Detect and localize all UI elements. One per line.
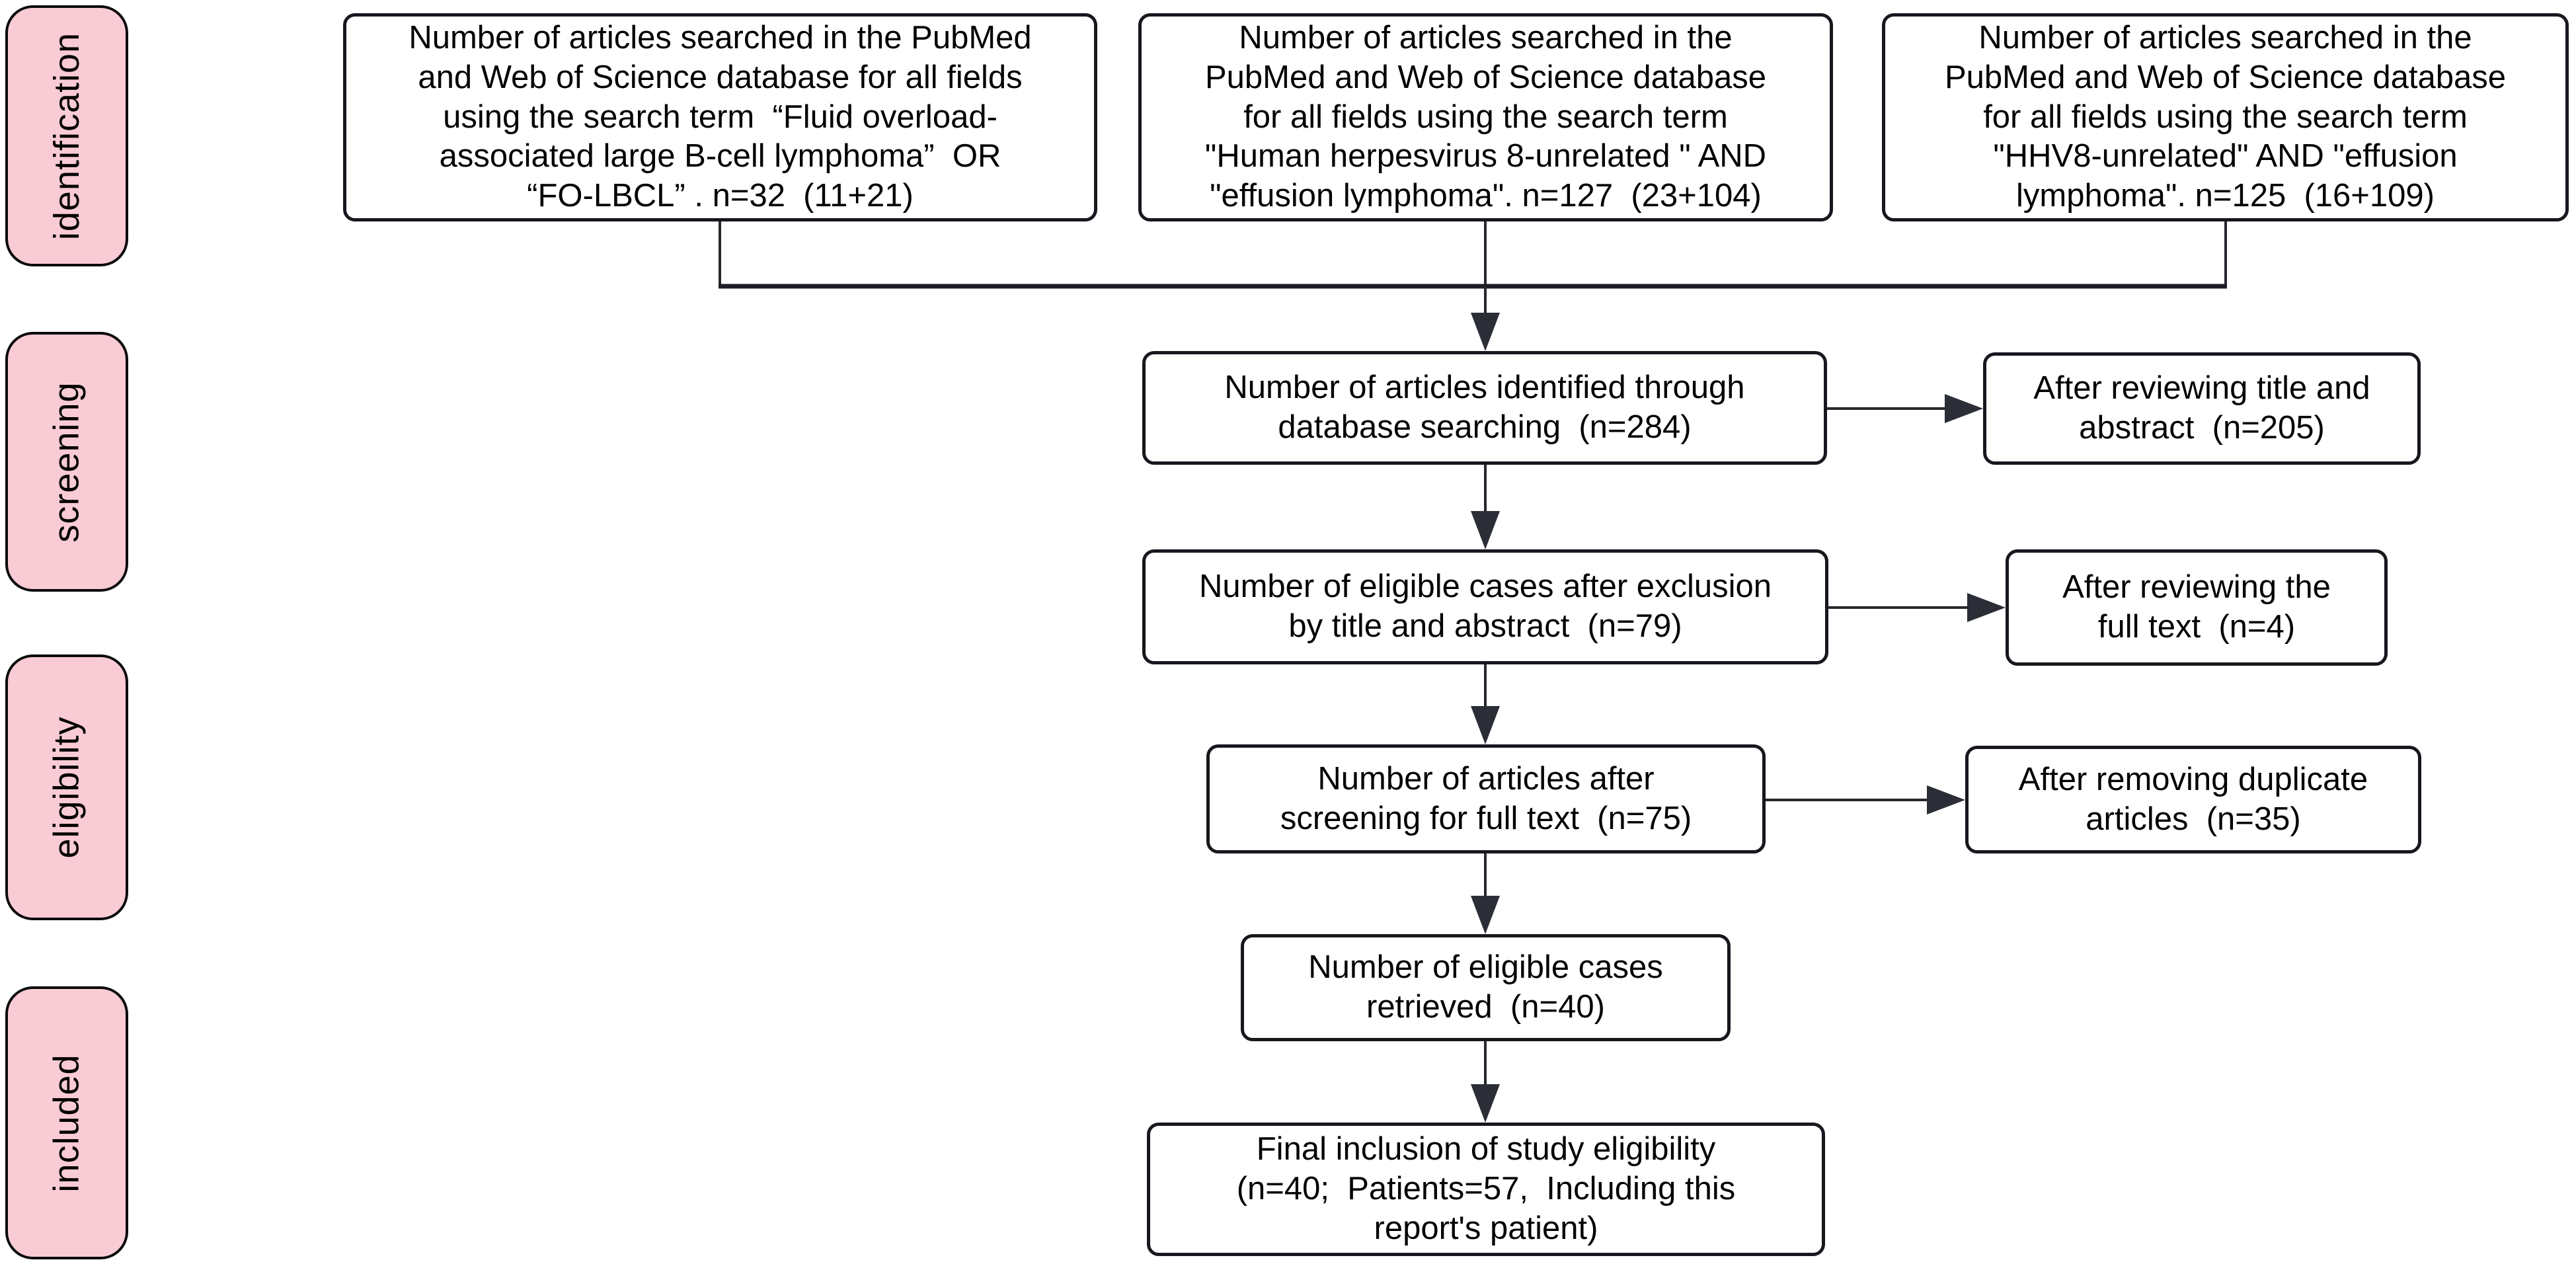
box-retrieved: Number of eligible cases retrieved (n=40…: [1241, 934, 1731, 1041]
arrow-to-identified-head: [1471, 313, 1500, 351]
box-excluded-title-abstract: After reviewing title and abstract (n=20…: [1983, 352, 2421, 465]
stage-identification-label: identification: [47, 32, 87, 240]
box-excluded-duplicates-text: After removing duplicate articles (n=35): [2018, 761, 2368, 837]
arrow-to-eligible-head: [1471, 511, 1500, 549]
box-excluded-fulltext-text: After reviewing the full text (n=4): [2062, 569, 2331, 645]
box-search-hhv8-abbrev: Number of articles searched in the PubMe…: [1882, 13, 2569, 221]
stage-identification: identification: [5, 5, 128, 266]
box-retrieved-text: Number of eligible cases retrieved (n=40…: [1308, 949, 1663, 1025]
stage-screening: screening: [5, 332, 128, 592]
arrow-to-excl3-head: [1927, 785, 1965, 814]
box-final-inclusion: Final inclusion of study eligibility (n=…: [1147, 1123, 1825, 1256]
box-identified: Number of articles identified through da…: [1142, 351, 1827, 465]
arrow-to-screened-head: [1471, 706, 1500, 744]
box-eligible-after-exclusion-text: Number of eligible cases after exclusion…: [1198, 569, 1772, 644]
box-search-hhv8-full-text: Number of articles searched in the PubMe…: [1204, 20, 1767, 214]
arrow-to-retrieved-head: [1471, 896, 1500, 934]
box-screened-fulltext-text: Number of articles after screening for f…: [1280, 760, 1692, 836]
stage-eligibility-label: eligibility: [47, 716, 87, 859]
box-search-folbcl: Number of articles searched in the PubMe…: [343, 13, 1097, 221]
box-excluded-fulltext: After reviewing the full text (n=4): [2006, 549, 2388, 666]
box-search-hhv8-full: Number of articles searched in the PubMe…: [1138, 13, 1833, 221]
box-screened-fulltext: Number of articles after screening for f…: [1206, 744, 1766, 853]
stage-included: included: [5, 986, 128, 1259]
stage-screening-label: screening: [47, 381, 87, 543]
box-eligible-after-exclusion: Number of eligible cases after exclusion…: [1142, 549, 1828, 664]
stage-eligibility: eligibility: [5, 654, 128, 920]
stage-included-label: included: [47, 1053, 87, 1193]
box-search-folbcl-text: Number of articles searched in the PubMe…: [409, 20, 1032, 214]
arrow-to-excl1-head: [1945, 394, 1983, 423]
box-excluded-title-abstract-text: After reviewing title and abstract (n=20…: [2033, 370, 2370, 446]
box-search-hhv8-abbrev-text: Number of articles searched in the PubMe…: [1944, 20, 2506, 214]
box-identified-text: Number of articles identified through da…: [1224, 370, 1745, 445]
arrow-to-final-head: [1471, 1084, 1500, 1123]
box-excluded-duplicates: After removing duplicate articles (n=35): [1965, 746, 2421, 853]
arrow-to-excl2-head: [1967, 593, 2006, 622]
box-final-inclusion-text: Final inclusion of study eligibility (n=…: [1236, 1131, 1736, 1246]
